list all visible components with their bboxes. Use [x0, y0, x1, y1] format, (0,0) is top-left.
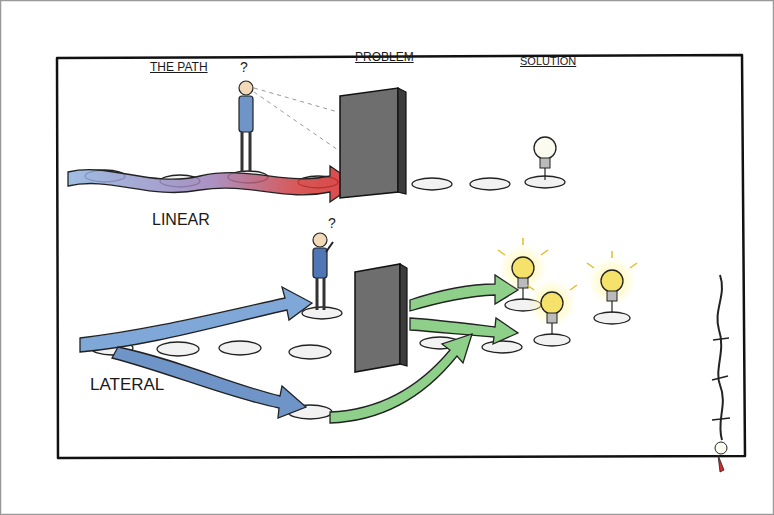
artist-signature — [712, 275, 730, 472]
section-label: THE PATH — [150, 60, 208, 74]
panel-border — [57, 55, 745, 458]
section-label: LINEAR — [152, 211, 210, 229]
linear-person: ? — [239, 59, 338, 172]
linear-path-arrow — [68, 166, 356, 202]
question-mark: ? — [328, 215, 336, 231]
solution-bulbs — [498, 238, 637, 335]
section-label: SOLUTION — [520, 55, 576, 67]
lateral-green-arrows — [330, 275, 518, 423]
section-label: LATERAL — [90, 375, 164, 395]
lateral-arrow-up — [80, 287, 312, 352]
question-mark: ? — [240, 59, 248, 75]
lateral-wall — [355, 264, 407, 372]
lateral-person: ? — [313, 215, 336, 310]
linear-bulb — [534, 137, 556, 180]
section-label: PROBLEM — [355, 50, 414, 64]
linear-wall — [340, 88, 406, 198]
